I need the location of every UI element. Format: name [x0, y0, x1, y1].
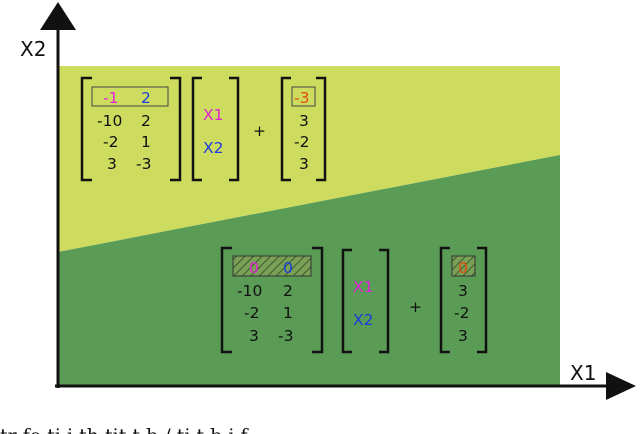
upper-highlight-row-box — [91, 86, 169, 107]
lower-vector-bracket-left — [341, 248, 352, 354]
lower-bias-bracket-right — [477, 246, 488, 354]
lower-matrix-bracket-left — [220, 246, 232, 354]
upper-vector-x1: X1 — [203, 106, 223, 124]
caption-fragment: tr fo ti i th tit t b / ti t b i f — [0, 425, 249, 434]
lower-bias-bracket-left — [439, 246, 450, 354]
upper-bias-1: 3 — [299, 112, 309, 130]
upper-matrix-bracket-left — [80, 76, 92, 182]
upper-region — [58, 66, 560, 252]
lower-matrix-cell-1-1: 2 — [283, 282, 293, 300]
x-axis-label: X1 — [570, 361, 596, 385]
upper-bias-highlight-box — [291, 86, 316, 107]
upper-matrix-cell-1-0: -10 — [97, 112, 122, 130]
lower-bias-0: 0 — [458, 259, 468, 277]
lower-equation: 0 0 -10 2 -2 1 3 -3 X1 X2 + 0 3 -2 3 — [220, 246, 488, 354]
upper-matrix-cell-2-0: -2 — [103, 133, 118, 151]
lower-hatched-row-box — [232, 255, 312, 277]
upper-matrix-bracket-right — [170, 76, 182, 182]
upper-matrix-cell-2-1: 1 — [141, 133, 151, 151]
upper-equation: -1 2 -10 2 -2 1 3 -3 X1 X2 + -3 3 -2 3 — [80, 76, 327, 182]
upper-matrix-cell-1-1: 2 — [141, 112, 151, 130]
upper-bias-3: 3 — [299, 155, 309, 173]
lower-vector-x2: X2 — [353, 311, 373, 329]
lower-vector-x1: X1 — [353, 278, 373, 296]
upper-bias-0: -3 — [294, 89, 309, 107]
lower-vector-bracket-right — [379, 248, 390, 354]
upper-vector-bracket-left — [191, 76, 202, 182]
lower-matrix-bracket-right — [312, 246, 324, 354]
lower-matrix-cell-3-1: -3 — [278, 327, 293, 345]
upper-matrix-cell-3-0: 3 — [107, 155, 117, 173]
y-axis-arrow-icon — [40, 2, 76, 30]
lower-bias-1: 3 — [458, 282, 468, 300]
lower-matrix-cell-0-0: 0 — [249, 259, 259, 277]
lower-matrix-cell-1-0: -10 — [237, 282, 262, 300]
upper-bias-2: -2 — [294, 133, 309, 151]
lower-plus-sign: + — [409, 298, 422, 316]
upper-bias-bracket-left — [280, 76, 291, 182]
lower-matrix-cell-2-1: 1 — [283, 304, 293, 322]
upper-vector-bracket-right — [229, 76, 240, 182]
upper-matrix-cell-0-1: 2 — [141, 89, 151, 107]
lower-bias-hatched-box — [451, 255, 476, 277]
upper-plus-sign: + — [253, 122, 266, 140]
lower-matrix-cell-3-0: 3 — [249, 327, 259, 345]
lower-matrix-cell-2-0: -2 — [244, 304, 259, 322]
lower-matrix-cell-0-1: 0 — [283, 259, 293, 277]
upper-matrix-cell-3-1: -3 — [136, 155, 151, 173]
upper-vector-x2: X2 — [203, 139, 223, 157]
lower-bias-2: -2 — [454, 304, 469, 322]
lower-bias-3: 3 — [458, 327, 468, 345]
x-axis-arrow-icon — [606, 372, 636, 400]
y-axis-label: X2 — [20, 37, 46, 61]
upper-matrix-cell-0-0: -1 — [103, 89, 118, 107]
upper-bias-bracket-right — [316, 76, 327, 182]
